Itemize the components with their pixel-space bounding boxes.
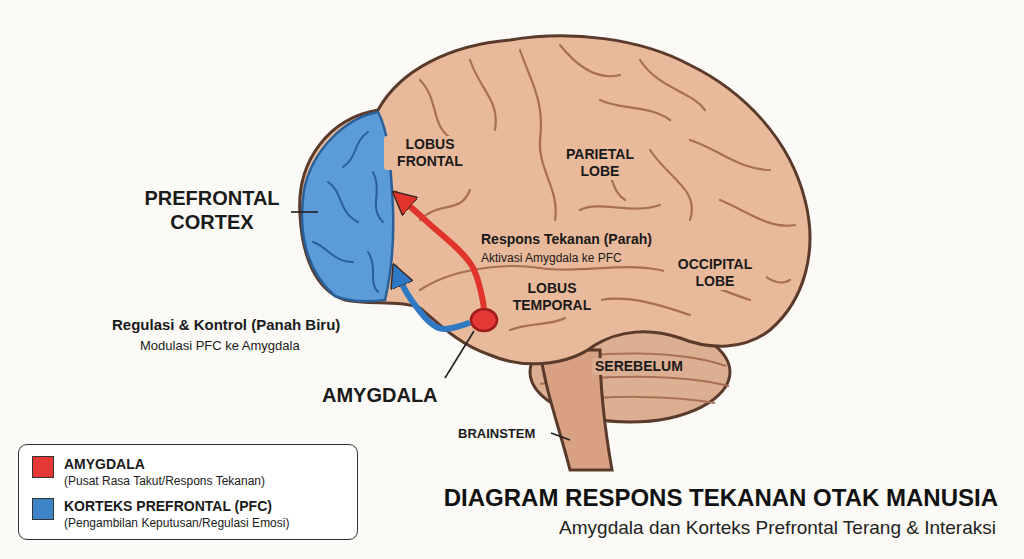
sulcus-line bbox=[720, 200, 795, 226]
lobe-label: PARIETAL LOBE bbox=[552, 146, 648, 180]
lobe-label: OCCIPITAL LOBE bbox=[664, 256, 766, 290]
region-fold bbox=[373, 172, 383, 222]
leader-line bbox=[291, 211, 318, 213]
sulci-group bbox=[420, 45, 795, 330]
arrow-note: Modulasi PFC ke Amygdala bbox=[140, 338, 300, 354]
sulcus-line bbox=[580, 205, 660, 210]
legend-swatch bbox=[32, 456, 54, 478]
sulcus-line bbox=[690, 140, 770, 170]
region-fold bbox=[343, 132, 368, 167]
sulcus-line bbox=[650, 150, 692, 220]
arrow-connector bbox=[394, 266, 470, 329]
diagram-title: DIAGRAM RESPONS TEKANAN OTAK MANUSIA bbox=[444, 484, 998, 513]
region-shape bbox=[302, 112, 393, 301]
cerebrum-shape bbox=[300, 36, 810, 364]
sulcus-line bbox=[470, 60, 496, 130]
sulcus-line bbox=[510, 318, 565, 330]
region-fold bbox=[368, 252, 378, 292]
arrow-label: Regulasi & Kontrol (Panah Biru) bbox=[112, 316, 340, 334]
amygdala-dot: AMYGDALA bbox=[470, 308, 498, 332]
sulcus-line bbox=[560, 45, 620, 76]
sulcus-line bbox=[420, 80, 455, 140]
sulcus-line bbox=[420, 190, 470, 220]
sulcus-line bbox=[600, 100, 670, 120]
legend-text: KORTEKS PREFRONTAL (PFC) bbox=[64, 498, 272, 515]
prefrontal-region: PREFRONTAL CORTEX bbox=[298, 112, 394, 304]
cerebellum-shape bbox=[530, 322, 730, 422]
legend-note: (Pusat Rasa Takut/Respons Tekanan) bbox=[64, 474, 265, 488]
sulcus-line bbox=[520, 50, 556, 220]
leader-line bbox=[551, 433, 570, 440]
cerebellum-fold bbox=[555, 397, 715, 403]
region-outline bbox=[298, 112, 394, 304]
arrow-label: Respons Tekanan (Parah) bbox=[478, 231, 655, 248]
lobe-label: LOBUS TEMPORAL bbox=[503, 280, 601, 314]
region-label: PREFRONTAL CORTEX bbox=[134, 186, 290, 234]
region-outline bbox=[470, 308, 498, 332]
legend-note: (Pengambilan Keputusan/Regulasi Emosi) bbox=[64, 516, 289, 530]
part-label: SEREBELUM bbox=[592, 358, 684, 375]
lobe-label: LOBUS FRONTAL bbox=[384, 136, 476, 170]
legend-text: AMYGDALA bbox=[64, 456, 145, 473]
region-fold bbox=[328, 182, 358, 222]
legend-swatch bbox=[32, 498, 54, 520]
leader-line bbox=[445, 331, 474, 378]
part-label: BRAINSTEM bbox=[458, 426, 535, 442]
sulcus-line bbox=[640, 60, 705, 110]
arrow-connector bbox=[394, 193, 484, 308]
region-shape bbox=[471, 309, 497, 331]
arrow-note: Aktivasi Amygdala ke PFC bbox=[478, 251, 625, 265]
region-fold bbox=[313, 242, 353, 262]
cerebellum-fold bbox=[540, 377, 729, 386]
diagram-caption: Amygdala dan Korteks Prefrontal Terang &… bbox=[559, 517, 996, 540]
region-label: AMYGDALA bbox=[322, 383, 438, 407]
sulcus-line bbox=[600, 299, 690, 315]
